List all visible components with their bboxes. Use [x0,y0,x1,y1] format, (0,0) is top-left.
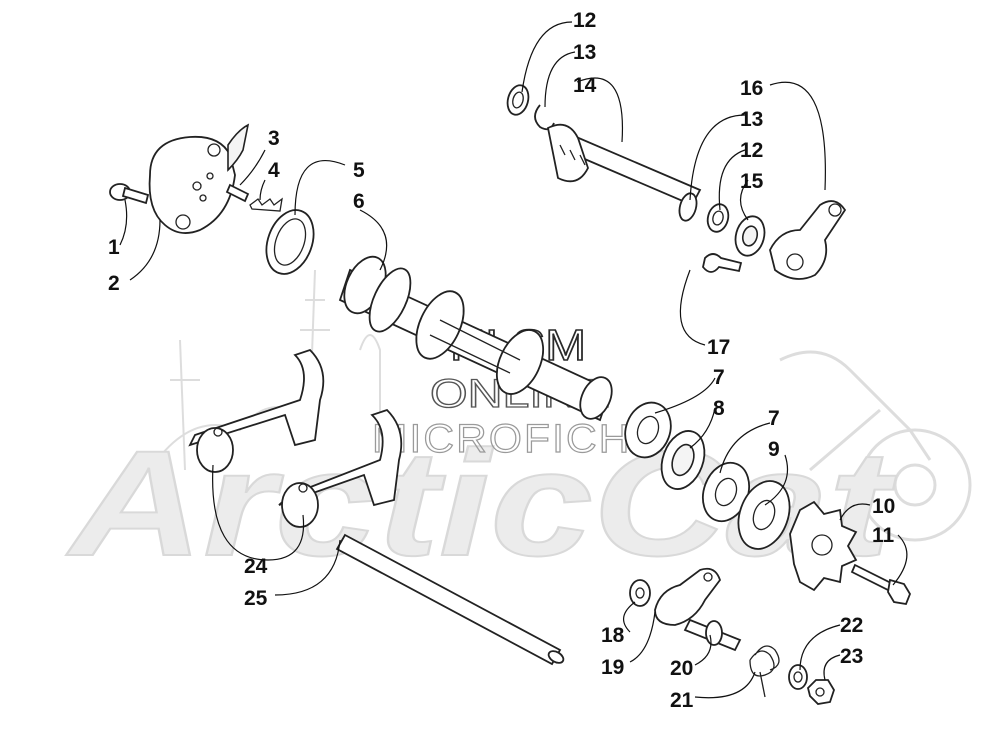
callout-13b: 13 [740,108,763,131]
callout-12b: 12 [740,139,763,162]
part-22-washer [788,664,808,690]
callout-12a: 12 [573,9,596,32]
part-2-stopper-plate [148,123,250,234]
part-7-washer-a [624,401,672,459]
part-19-stopper-lever [654,567,722,626]
part-9-plate [737,480,791,550]
callout-7a: 7 [713,366,725,389]
part-23-nut [807,679,835,705]
part-5-washer [265,209,315,275]
callout-11: 11 [872,524,895,547]
callout-25: 25 [244,587,268,610]
callout-4: 4 [268,159,280,182]
callout-15: 15 [740,170,764,193]
callout-24: 24 [244,555,268,578]
part-21-torsion-spring [749,645,780,698]
callout-1: 1 [108,236,120,259]
part-7-washer-b [702,461,750,523]
callout-3: 3 [268,127,280,150]
callout-22: 22 [840,614,863,637]
part-15-seal [734,215,766,257]
parts-layer [109,84,912,705]
callout-10: 10 [872,495,895,518]
callout-23: 23 [840,645,863,668]
callout-13a: 13 [573,41,596,64]
part-25-fork-shaft [335,533,565,666]
part-24-shift-fork-b [278,408,403,528]
callout-6: 6 [353,190,365,213]
callout-18: 18 [601,624,625,647]
part-10-star-cam [789,500,858,592]
part-17-bolt [702,253,743,273]
part-3-pin [225,183,250,203]
part-12-washer-top [506,84,530,116]
part-4-spring [249,197,283,212]
part-13-circlip-top [534,104,555,131]
callout-17: 17 [707,336,730,359]
part-1-bolt [109,183,150,205]
callout-20: 20 [670,657,693,680]
part-12-washer-mid [706,203,730,233]
part-11-bolt [850,563,912,606]
callout-16: 16 [740,77,763,100]
callout-21: 21 [670,689,694,712]
callout-14: 14 [573,74,597,97]
callout-5: 5 [353,159,365,182]
callout-19: 19 [601,656,624,679]
part-6-shift-drum [338,255,613,422]
part-20-pin [683,618,742,652]
part-16-shift-arm [769,200,847,280]
part-13-circlip-mid [678,192,698,222]
callout-7b: 7 [768,407,780,430]
watermark-line3: MICROFICHE [372,417,662,461]
part-14-shift-shaft [546,123,702,207]
motorcycle-silhouette [779,350,972,542]
callout-9: 9 [768,438,780,461]
part-24-shift-fork-a [188,348,325,473]
callout-8: 8 [713,397,725,420]
callout-2: 2 [108,272,120,295]
callout-labels: 1 2 3 4 5 6 7 7 8 9 10 11 12 12 13 13 14… [108,9,895,712]
leader-lines [119,21,908,699]
part-18-washer [629,579,651,607]
